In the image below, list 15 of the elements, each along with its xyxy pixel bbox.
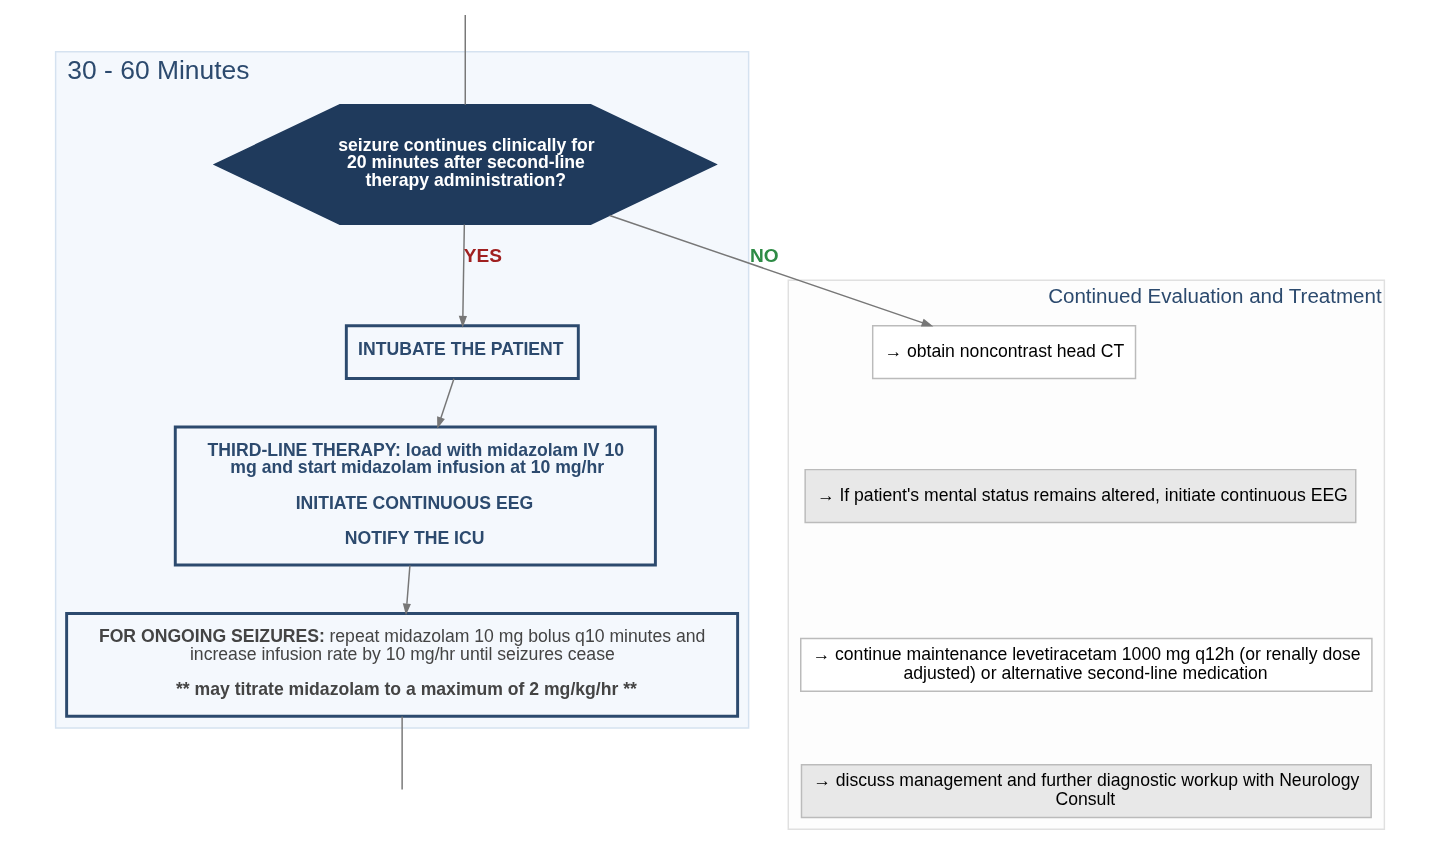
arrow bbox=[402, 564, 411, 616]
node-box: → discuss management and further diagnostic workup with Neurology Consult bbox=[800, 764, 1372, 819]
arrow bbox=[437, 378, 455, 429]
connector bbox=[401, 715, 403, 791]
node-box: INTUBATE THE PATIENT bbox=[344, 324, 580, 381]
edge-label: YES bbox=[463, 244, 502, 266]
node-box: → If patient's mental status remains altered, initiate continuous EEG bbox=[804, 468, 1357, 524]
edge-label: NO bbox=[750, 244, 779, 266]
node-box: → continue maintenance levetiracetam 1000 mg q12h (or renally dose adjusted) or alternative second-line medication bbox=[800, 637, 1373, 693]
connector bbox=[464, 14, 466, 106]
arrow bbox=[608, 214, 934, 327]
node-box: → obtain noncontrast head CT bbox=[871, 325, 1137, 380]
node-box: FOR ONGOING SEIZURES: repeat midazolam 10 mg bolus q10 minutes and increase infusion rate by 10 mg/hr until seizures cease ** may titrate midazolam to a maximum of 2 mg/kg/hr ** bbox=[65, 612, 740, 718]
arrow bbox=[458, 223, 467, 328]
node-box: THIRD-LINE THERAPY: load with midazolam IV 10 mg and start midazolam infusion at 10 mg/hr INITIATE CONTINUOUS EEG NOTIFY THE ICU bbox=[173, 425, 657, 567]
